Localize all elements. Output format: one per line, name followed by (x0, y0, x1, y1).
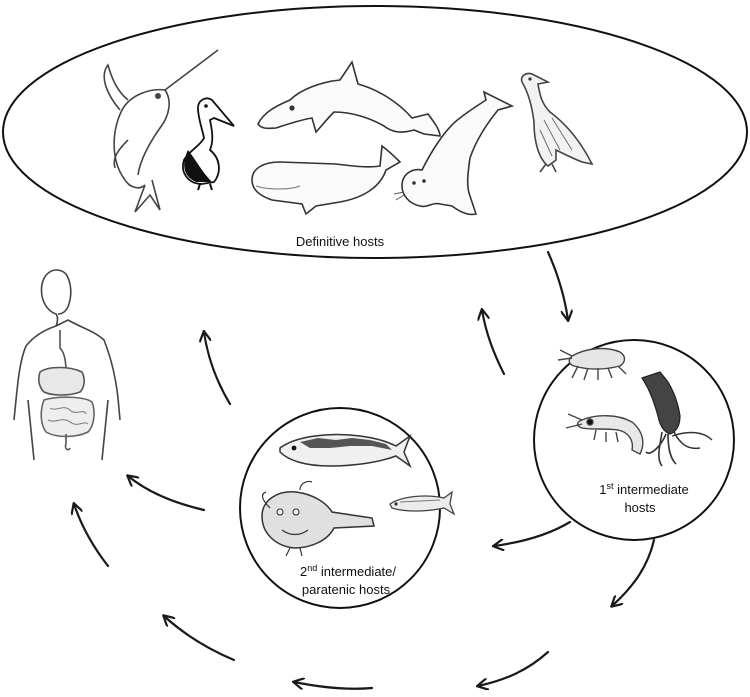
squid-icon (641, 371, 713, 467)
arrow-definitive-to-first (546, 250, 568, 320)
second-intermediate-hosts-label-line2: paratenic hosts (302, 582, 391, 597)
anglerfish-icon (261, 480, 375, 557)
arrow-first-to-second (494, 520, 572, 546)
first-intermediate-hosts-circle (533, 339, 735, 541)
human-digestive-system-icon (13, 269, 121, 461)
second-intermediate-hosts-label-line1: 2nd intermediate/ (300, 563, 396, 579)
definitive-hosts-group: Definitive hosts (2, 5, 748, 259)
first-intermediate-hosts-group: 1st intermediate hosts (533, 339, 735, 541)
second-label-rest: intermediate/ (317, 564, 396, 579)
first-label-ordinal: 1 (599, 482, 606, 497)
definitive-hosts-ellipse (2, 5, 748, 259)
arrow-first-to-definitive (482, 310, 506, 376)
arrow-left-up (74, 504, 110, 568)
cormorant-icon (520, 72, 594, 173)
first-label-superscript: st (607, 481, 615, 491)
arrow-bottom-1 (294, 682, 374, 689)
arrow-first-outer-1 (612, 538, 656, 606)
dolphin-icon (257, 60, 441, 137)
amphipod-icon (557, 347, 627, 381)
arrow-second-to-human-2 (204, 332, 232, 406)
second-intermediate-hosts-group: 2nd intermediate/ paratenic hosts (239, 407, 456, 609)
arrow-second-to-human-1 (128, 476, 206, 512)
arrow-bottom-2 (164, 616, 236, 662)
marlin-icon (103, 49, 219, 213)
second-label-ordinal: 2 (300, 564, 307, 579)
pelican-icon (182, 97, 235, 191)
shrimp-icon (565, 413, 644, 455)
first-label-rest: intermediate (614, 482, 689, 497)
sperm-whale-icon (251, 144, 402, 216)
anchovy-icon (389, 490, 456, 516)
arrow-first-outer-2 (478, 650, 550, 686)
definitive-hosts-label: Definitive hosts (296, 234, 385, 249)
second-label-superscript: nd (307, 563, 317, 573)
life-cycle-arrows (74, 250, 656, 689)
seal-icon (393, 90, 515, 216)
first-intermediate-hosts-label-line2: hosts (624, 500, 656, 515)
first-intermediate-hosts-label-line1: 1st intermediate (599, 481, 688, 497)
mackerel-icon (279, 433, 412, 469)
